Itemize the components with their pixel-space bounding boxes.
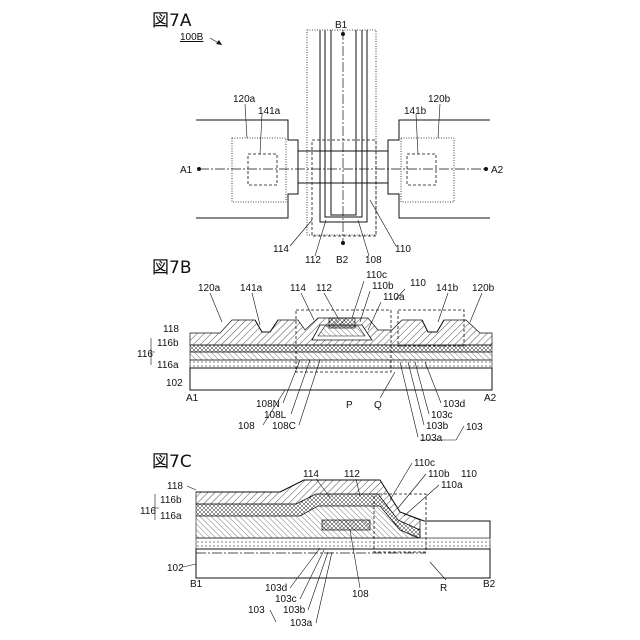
label-114: 114 [303, 469, 319, 480]
label-103d: 103d [443, 399, 465, 410]
substrate-102 [190, 368, 492, 390]
label-110: 110 [395, 244, 411, 255]
label-114: 114 [290, 283, 306, 294]
b1-label: B1 [335, 20, 348, 31]
label-110c: 110c [366, 270, 387, 281]
gate-insulator-outline [307, 30, 376, 235]
label-108l: 108L [264, 410, 287, 421]
label-110a: 110a [441, 480, 463, 491]
label-116a: 116a [157, 360, 179, 371]
region-p-label: P [346, 400, 353, 411]
label-116: 116 [140, 506, 156, 517]
label-112: 112 [305, 255, 321, 266]
label-108n: 108N [256, 399, 280, 410]
ref-100b-label: 100B [180, 32, 204, 43]
label-120b: 120b [428, 94, 451, 105]
label-120a: 120a [233, 94, 256, 105]
label-108c: 108C [272, 421, 296, 432]
label-116b: 116b [157, 338, 179, 349]
label-120a: 120a [198, 283, 221, 294]
label-103a: 103a [290, 618, 313, 629]
label-110a: 110a [383, 292, 405, 303]
figure-7b: 図7B 120a 141a 114 112 110c 110b 110a 110… [137, 258, 497, 444]
label-114: 114 [273, 244, 289, 255]
label-103: 103 [248, 605, 265, 616]
label-141a: 141a [240, 283, 263, 294]
label-110c: 110c [414, 458, 435, 469]
b1-label: B1 [190, 579, 203, 590]
label-141a: 141a [258, 106, 281, 117]
label-110b: 110b [372, 281, 394, 292]
label-112: 112 [316, 283, 332, 294]
label-103c: 103c [275, 594, 297, 605]
label-120b: 120b [472, 283, 495, 294]
label-108: 108 [365, 255, 382, 266]
label-116a: 116a [160, 511, 182, 522]
layer-116b [190, 345, 492, 352]
figure-7b-title: 図7B [152, 258, 191, 278]
figure-7c: 図7C 114 112 110c 110b 110 110a 118 116b … [140, 452, 496, 629]
label-103b: 103b [283, 605, 306, 616]
label-103a: 103a [420, 433, 443, 444]
label-110b: 110b [428, 469, 450, 480]
b1-marker [341, 32, 345, 36]
a2-label: A2 [491, 165, 504, 176]
label-103d: 103d [265, 583, 287, 594]
label-103c: 103c [431, 410, 453, 421]
figure-7c-title: 図7C [152, 452, 192, 472]
label-116b: 116b [160, 495, 182, 506]
label-112: 112 [344, 469, 360, 480]
figure-7a: 図7A 100B B1 B2 A1 A2 120a [152, 11, 504, 266]
label-118: 118 [163, 324, 179, 335]
region-q-label: Q [374, 400, 382, 411]
layer-116a [190, 352, 492, 360]
label-118: 118 [167, 481, 183, 492]
a2-marker [484, 167, 488, 171]
a1-marker [197, 167, 201, 171]
label-108: 108 [238, 421, 255, 432]
b2-label: B2 [483, 579, 496, 590]
opening-141a-inner [248, 154, 277, 185]
region-r-label: R [440, 583, 447, 594]
a2-label: A2 [484, 393, 497, 404]
b2-label: B2 [336, 255, 349, 266]
label-110: 110 [410, 278, 426, 289]
opening-141b-outer [401, 138, 454, 202]
conductor-112 [329, 318, 355, 328]
conductor-112 [322, 520, 370, 530]
label-103: 103 [466, 422, 483, 433]
layer-103 [190, 360, 492, 368]
a1-label: A1 [180, 165, 193, 176]
fig-7a-leaders [245, 104, 440, 256]
label-110: 110 [461, 469, 477, 480]
label-102: 102 [166, 378, 183, 389]
conductor-112-outer [320, 30, 367, 222]
layer-103 [196, 538, 490, 549]
opening-141a-outer [232, 138, 286, 202]
label-103b: 103b [426, 421, 449, 432]
label-141b: 141b [404, 106, 427, 117]
label-102: 102 [167, 563, 184, 574]
label-108: 108 [352, 589, 369, 600]
label-141b: 141b [436, 283, 459, 294]
a1-label: A1 [186, 393, 199, 404]
conductor-112-core [331, 30, 356, 215]
ref-arrowhead [216, 40, 222, 45]
b2-marker [341, 241, 345, 245]
figure-7a-title: 図7A [152, 11, 192, 31]
opening-141b-inner [407, 154, 436, 185]
